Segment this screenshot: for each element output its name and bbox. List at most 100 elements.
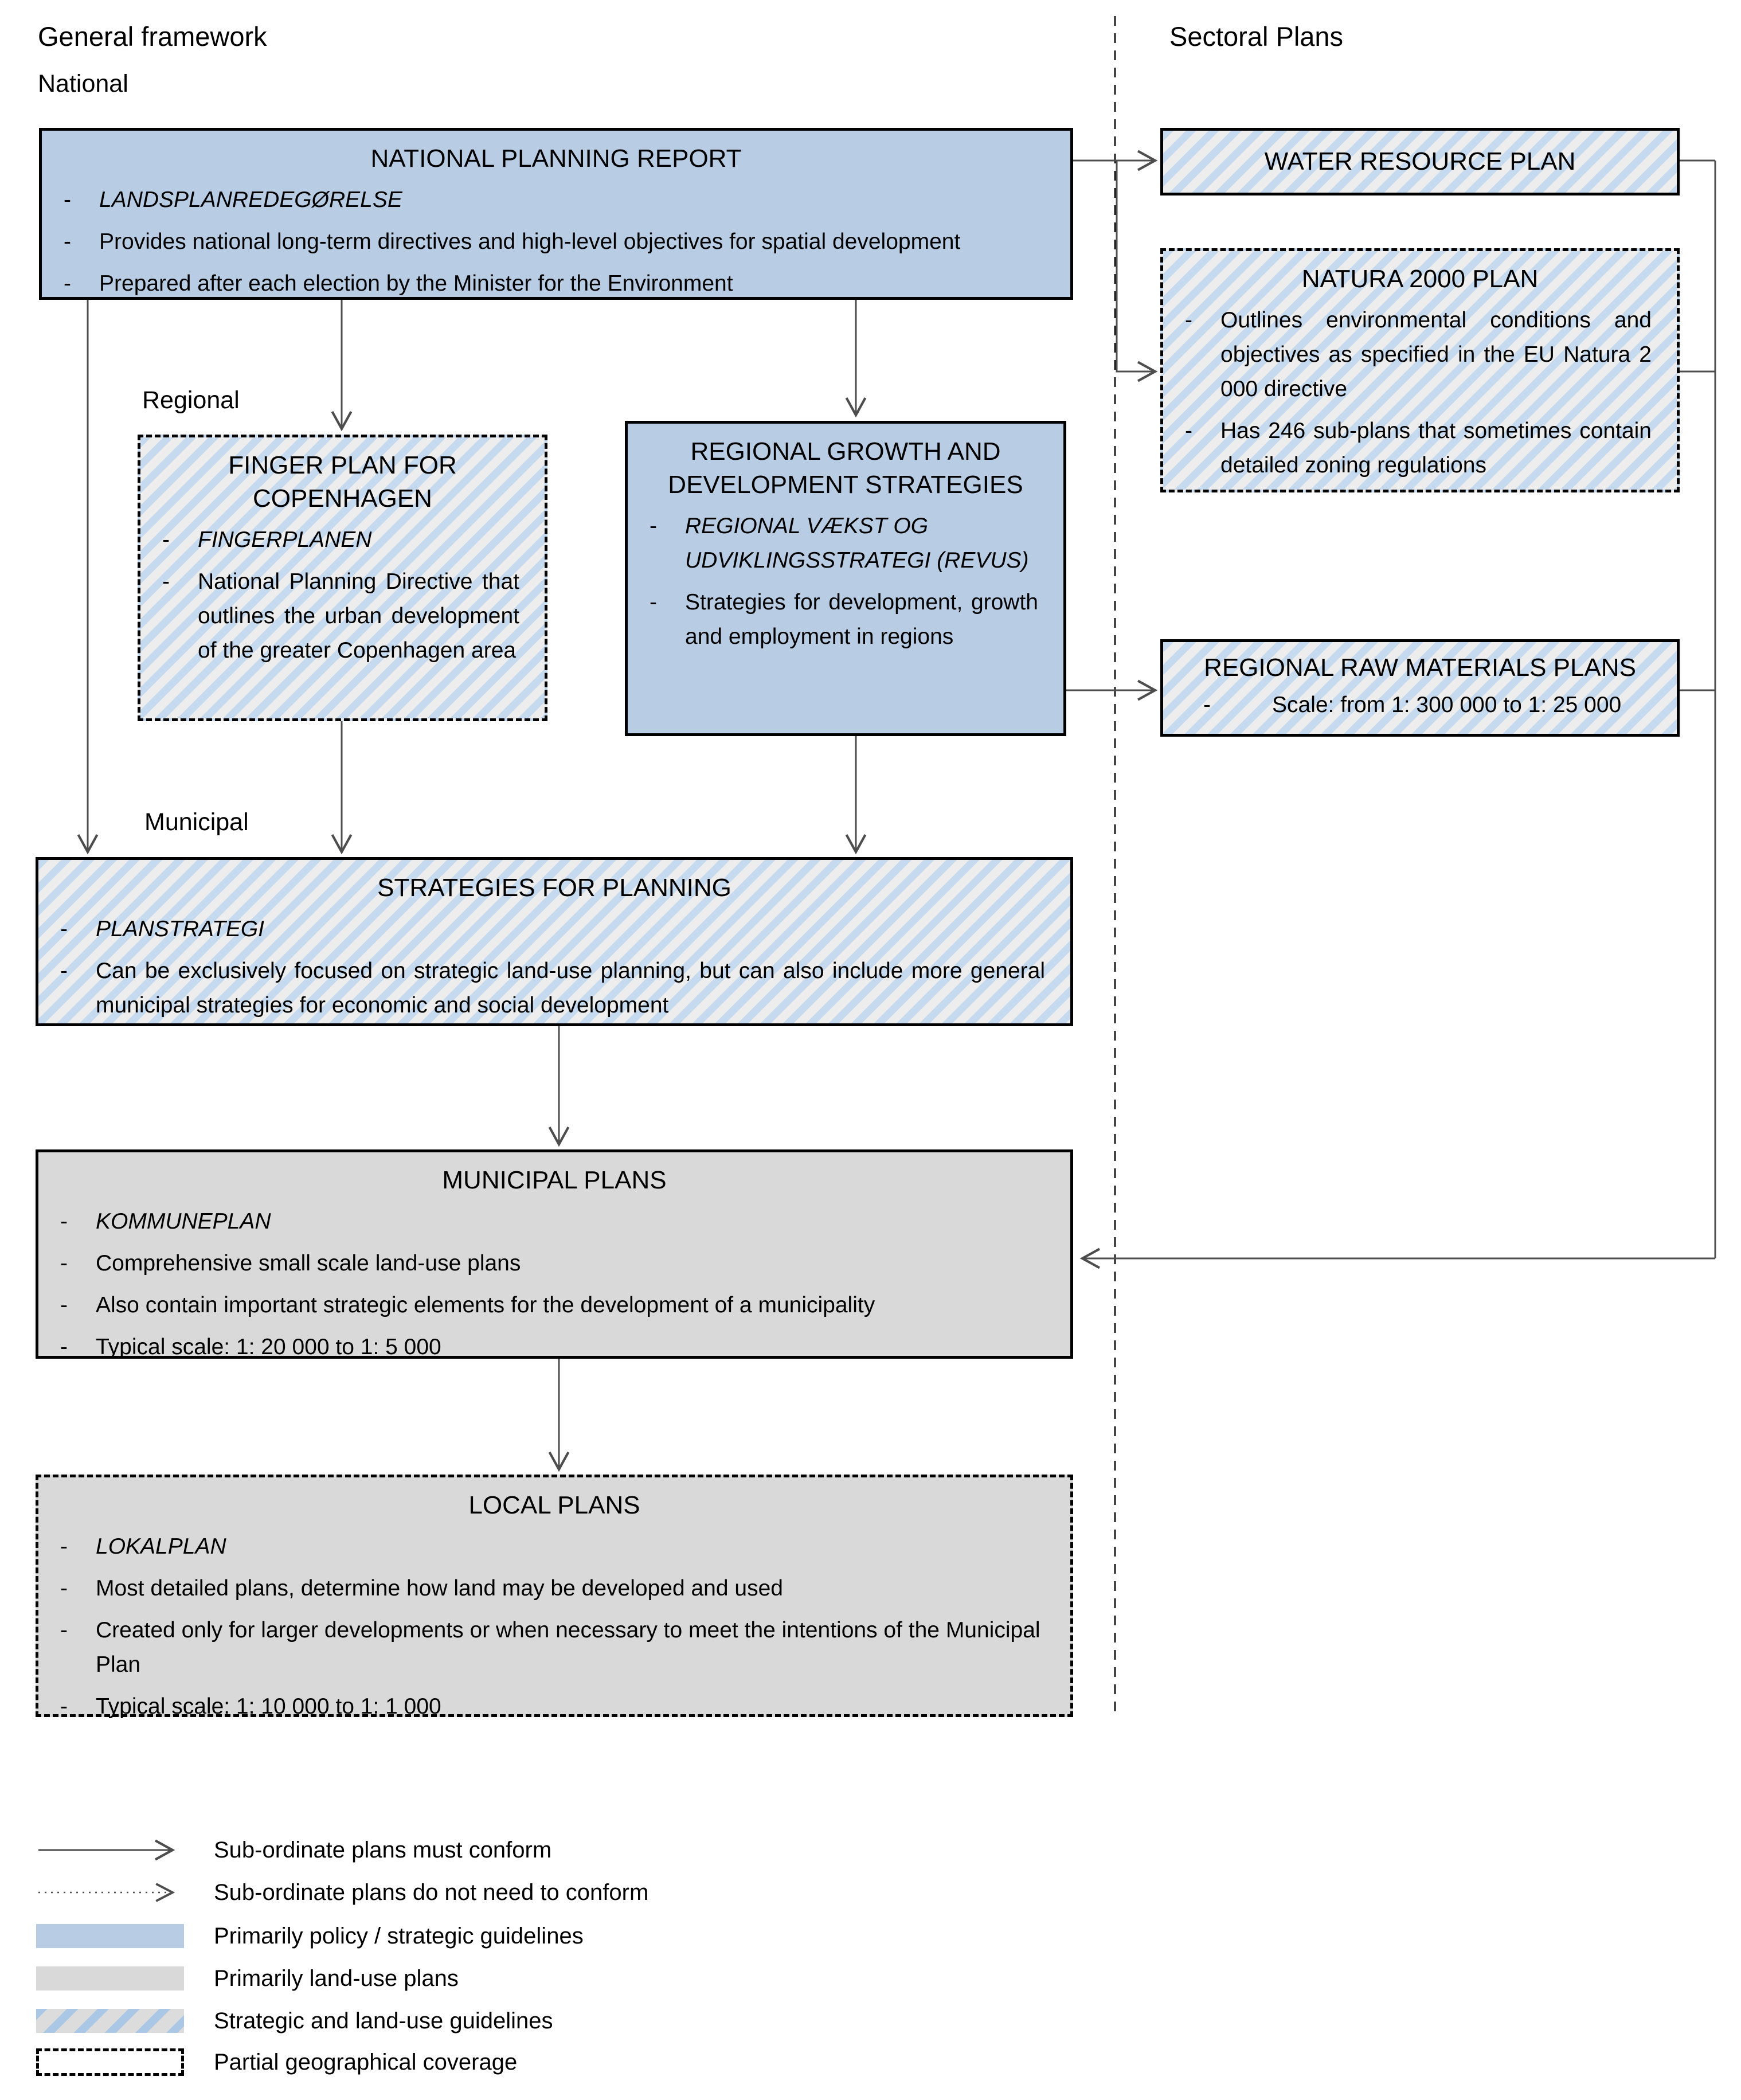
bullet-item: - Strategies for development, growth and… bbox=[645, 585, 1046, 654]
grey-fill-swatch bbox=[36, 1966, 184, 1990]
legend-label: Sub-ordinate plans do not need to confor… bbox=[214, 1879, 649, 1905]
bullet-item: - Scale: from 1: 300 000 to 1: 25 000 bbox=[1180, 688, 1660, 722]
box-title: NATIONAL PLANNING REPORT bbox=[370, 144, 742, 173]
bullet-text: Provides national long-term directives a… bbox=[99, 229, 961, 255]
bullet-dash: - bbox=[60, 959, 68, 984]
bullet-dash: - bbox=[60, 1209, 68, 1234]
bullet-text: KOMMUNEPLAN bbox=[96, 1209, 271, 1234]
bullet-item: - FINGERPLANEN bbox=[158, 523, 527, 557]
natura-2000-plan-box: NATURA 2000 PLAN - Outlines environmenta… bbox=[1160, 248, 1680, 492]
bullet-text: FINGERPLANEN bbox=[198, 527, 372, 553]
regional-level-label: Regional bbox=[142, 386, 240, 414]
box-title: NATURA 2000 PLAN bbox=[1301, 265, 1539, 293]
legend-label: Primarily land-use plans bbox=[214, 1965, 459, 1991]
bullet-item: - REGIONAL VÆKST OG UDVIKLINGSSTRATEGI (… bbox=[645, 509, 1046, 578]
bullet-text: Has 246 sub-plans that sometimes contain… bbox=[1220, 419, 1652, 478]
sectoral-feedback-trunk bbox=[1680, 159, 1716, 1258]
bullet-dash: - bbox=[60, 1251, 68, 1276]
dashed-border-swatch bbox=[36, 2048, 184, 2076]
bullet-text: Most detailed plans, determine how land … bbox=[96, 1576, 783, 1601]
bullet-dash: - bbox=[650, 590, 657, 615]
bullet-dash: - bbox=[162, 527, 170, 553]
bullet-dash: - bbox=[60, 917, 68, 942]
legend-row-no-conform: Sub-ordinate plans do not need to confor… bbox=[36, 1871, 1011, 1914]
strategies-for-planning-box: STRATEGIES FOR PLANNING - PLANSTRATEGI -… bbox=[36, 857, 1073, 1026]
bullet-text: PLANSTRATEGI bbox=[96, 917, 265, 942]
bullet-item: - KOMMUNEPLAN bbox=[56, 1205, 1053, 1239]
bullet-dash: - bbox=[1203, 693, 1211, 718]
legend-row-policy-blue: Primarily policy / strategic guidelines bbox=[36, 1915, 1011, 1957]
hatch-fill-swatch bbox=[36, 2009, 184, 2033]
national-level-label: National bbox=[38, 70, 128, 97]
bullet-dash: - bbox=[60, 1534, 68, 1559]
bullet-item: - PLANSTRATEGI bbox=[56, 912, 1053, 947]
bullet-dash: - bbox=[60, 1618, 68, 1643]
bullet-item: - Prepared after each election by the Mi… bbox=[59, 267, 1053, 301]
bullet-item: - Created only for larger developments o… bbox=[56, 1613, 1053, 1682]
bullet-text: Created only for larger developments or … bbox=[96, 1618, 1040, 1677]
box-title: MUNICIPAL PLANS bbox=[442, 1166, 667, 1194]
national-planning-report-box: NATIONAL PLANNING REPORT - LANDSPLANREDE… bbox=[39, 128, 1073, 300]
bullet-dash: - bbox=[1185, 308, 1192, 333]
bullet-dash: - bbox=[64, 187, 71, 213]
legend-row-landuse-grey: Primarily land-use plans bbox=[36, 1957, 1011, 2000]
bullet-text: Comprehensive small scale land-use plans bbox=[96, 1251, 521, 1276]
legend-label: Strategic and land-use guidelines bbox=[214, 2008, 553, 2033]
box-title: REGIONAL GROWTH AND DEVELOPMENT STRATEGI… bbox=[668, 437, 1023, 499]
finger-plan-copenhagen-box: FINGER PLAN FOR COPENHAGEN - FINGERPLANE… bbox=[138, 435, 547, 721]
bullet-text: Prepared after each election by the Mini… bbox=[99, 271, 733, 296]
bullet-text: Strategies for development, growth and e… bbox=[685, 590, 1038, 650]
blue-fill-swatch bbox=[36, 1924, 184, 1948]
legend-label: Partial geographical coverage bbox=[214, 2049, 518, 2075]
bullet-item: - Also contain important strategic eleme… bbox=[56, 1288, 1053, 1323]
municipal-level-label: Municipal bbox=[144, 808, 249, 836]
municipal-plans-box: MUNICIPAL PLANS - KOMMUNEPLAN - Comprehe… bbox=[36, 1149, 1073, 1359]
legend-row-strategic-hatch: Strategic and land-use guidelines bbox=[36, 2000, 1011, 2042]
general-framework-heading: General framework bbox=[38, 21, 267, 52]
regional-growth-strategies-box: REGIONAL GROWTH AND DEVELOPMENT STRATEGI… bbox=[625, 421, 1066, 736]
bullet-text: Outlines environmental conditions and ob… bbox=[1220, 308, 1652, 402]
local-plans-box: LOCAL PLANS - LOKALPLAN - Most detailed … bbox=[36, 1475, 1073, 1719]
bullet-dash: - bbox=[162, 569, 170, 595]
bullet-dash: - bbox=[64, 271, 71, 296]
bullet-text: LOKALPLAN bbox=[96, 1534, 226, 1559]
legend-row-partial-coverage: Partial geographical coverage bbox=[36, 2041, 1011, 2083]
bullet-text: REGIONAL VÆKST OG UDVIKLINGSSTRATEGI (RE… bbox=[685, 514, 1029, 573]
arrow-npr-to-natura-plan bbox=[1116, 161, 1158, 382]
bullet-item: - Outlines environmental conditions and … bbox=[1180, 303, 1660, 406]
bullet-dash: - bbox=[60, 1293, 68, 1318]
bullet-text: National Planning Directive that outline… bbox=[198, 569, 519, 663]
box-title: WATER RESOURCE PLAN bbox=[1264, 147, 1576, 175]
bullet-text: LANDSPLANREDEGØRELSE bbox=[99, 187, 402, 213]
regional-raw-materials-box: REGIONAL RAW MATERIALS PLANS - Scale: fr… bbox=[1160, 639, 1680, 737]
bullet-item: - LOKALPLAN bbox=[56, 1530, 1053, 1564]
bullet-dash: - bbox=[60, 1335, 68, 1360]
bullet-item: - Most detailed plans, determine how lan… bbox=[56, 1571, 1053, 1606]
bullet-text: Also contain important strategic element… bbox=[96, 1293, 875, 1318]
bullet-item: - Provides national long-term directives… bbox=[59, 225, 1053, 259]
sectoral-plans-heading: Sectoral Plans bbox=[1169, 21, 1344, 52]
bullet-dash: - bbox=[64, 229, 71, 255]
bullet-item: - LANDSPLANREDEGØRELSE bbox=[59, 183, 1053, 217]
bullet-item: - Typical scale: 1: 10 000 to 1: 1 000 bbox=[56, 1690, 1053, 1724]
bullet-item: - National Planning Directive that outli… bbox=[158, 565, 527, 668]
box-title: LOCAL PLANS bbox=[468, 1491, 640, 1519]
box-title: REGIONAL RAW MATERIALS PLANS bbox=[1204, 654, 1636, 682]
bullet-text: Typical scale: 1: 10 000 to 1: 1 000 bbox=[96, 1694, 441, 1719]
legend-label: Primarily policy / strategic guidelines bbox=[214, 1923, 584, 1949]
box-title: STRATEGIES FOR PLANNING bbox=[377, 874, 731, 902]
bullet-item: - Has 246 sub-plans that sometimes conta… bbox=[1180, 414, 1660, 483]
bullet-dash: - bbox=[1185, 419, 1192, 444]
bullet-text: Typical scale: 1: 20 000 to 1: 5 000 bbox=[96, 1335, 441, 1360]
bullet-text: Scale: from 1: 300 000 to 1: 25 000 bbox=[1272, 693, 1622, 718]
bullet-item: - Typical scale: 1: 20 000 to 1: 5 000 bbox=[56, 1330, 1053, 1364]
bullet-item: - Can be exclusively focused on strategi… bbox=[56, 954, 1053, 1023]
box-title: FINGER PLAN FOR COPENHAGEN bbox=[228, 451, 457, 513]
dotted-arrow-swatch bbox=[36, 1880, 184, 1905]
solid-arrow-swatch bbox=[36, 1838, 184, 1862]
bullet-dash: - bbox=[650, 514, 657, 539]
bullet-item: - Comprehensive small scale land-use pla… bbox=[56, 1246, 1053, 1281]
bullet-text: Can be exclusively focused on strategic … bbox=[96, 959, 1045, 1018]
water-resource-plan-box: WATER RESOURCE PLAN bbox=[1160, 128, 1680, 195]
